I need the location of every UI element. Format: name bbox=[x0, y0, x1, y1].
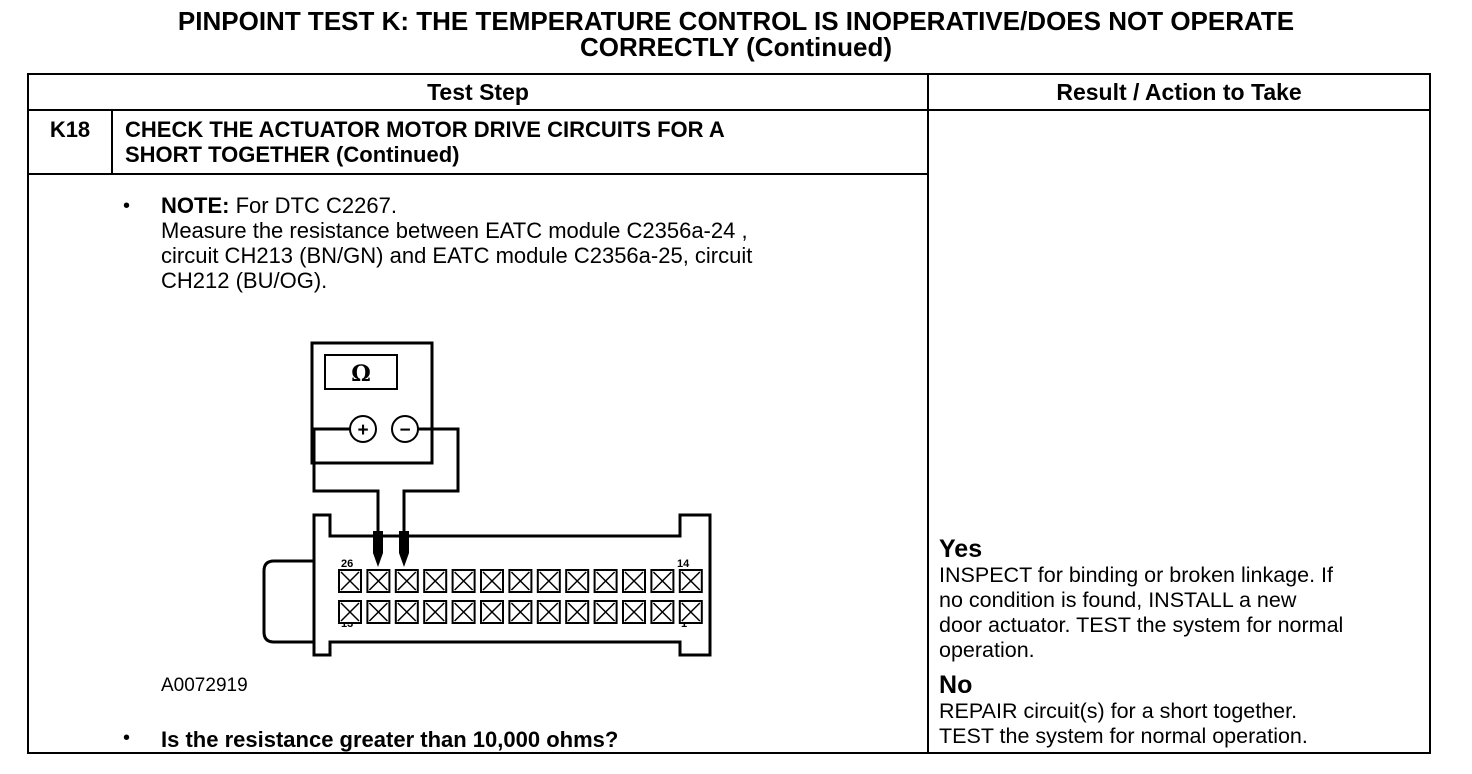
header-test-step: Test Step bbox=[26, 73, 930, 111]
instruction-line-2: circuit CH213 (BN/GN) and EATC module C2… bbox=[161, 243, 753, 268]
figure-id: A0072919 bbox=[161, 675, 248, 696]
plus-sign: + bbox=[357, 420, 368, 441]
step-name-line-2: SHORT TOGETHER (Continued) bbox=[125, 142, 460, 167]
instruction-line-1: Measure the resistance between EATC modu… bbox=[161, 218, 748, 243]
result-cell: Yes INSPECT for binding or broken linkag… bbox=[927, 109, 1432, 754]
step-body: • NOTE: For DTC C2267. Measure the resis… bbox=[26, 173, 930, 754]
yes-line-2: no condition is found, INSTALL a new bbox=[939, 588, 1297, 612]
probe-positive bbox=[373, 531, 383, 553]
yes-label: Yes bbox=[939, 535, 983, 563]
instruction-line-3: CH212 (BU/OG). bbox=[161, 268, 328, 293]
no-line-1: REPAIR circuit(s) for a short together. bbox=[939, 699, 1298, 723]
question: Is the resistance greater than 10,000 oh… bbox=[161, 727, 619, 752]
bullet-question: • bbox=[123, 727, 131, 749]
minus-sign: − bbox=[399, 420, 410, 441]
ohm-symbol: Ω bbox=[351, 361, 371, 387]
header-result: Result / Action to Take bbox=[927, 73, 1432, 111]
pinpoint-test-table: Test Step Result / Action to Take K18 CH… bbox=[26, 73, 1432, 754]
yes-line-4: operation. bbox=[939, 638, 1035, 662]
title-line-2: CORRECTLY (Continued) bbox=[580, 32, 892, 62]
negative-lead bbox=[402, 427, 460, 531]
pin-14-label: 14 bbox=[677, 558, 690, 570]
no-line-2: TEST the system for normal operation. bbox=[939, 724, 1308, 748]
connector-pins bbox=[338, 569, 703, 624]
result-no: No REPAIR circuit(s) for a short togethe… bbox=[939, 671, 1429, 749]
meter-display bbox=[324, 354, 398, 390]
connector-ohmmeter-diagram: Ω + − 26 14 13 1 bbox=[262, 341, 712, 657]
page-title: PINPOINT TEST K: THE TEMPERATURE CONTROL… bbox=[0, 8, 1472, 60]
note-label: NOTE: bbox=[161, 193, 230, 218]
result-yes: Yes INSPECT for binding or broken linkag… bbox=[939, 535, 1429, 663]
no-label: No bbox=[939, 671, 973, 699]
step-name-line-1: CHECK THE ACTUATOR MOTOR DRIVE CIRCUITS … bbox=[125, 117, 725, 142]
step-id: K18 bbox=[27, 109, 113, 175]
yes-line-1: INSPECT for binding or broken linkage. I… bbox=[939, 563, 1333, 587]
title-line-1: PINPOINT TEST K: THE TEMPERATURE CONTROL… bbox=[177, 6, 1295, 36]
bullet-note: • bbox=[123, 195, 131, 217]
probe-negative bbox=[399, 531, 409, 553]
step-name: CHECK THE ACTUATOR MOTOR DRIVE CIRCUITS … bbox=[110, 109, 930, 175]
positive-lead bbox=[312, 427, 380, 531]
yes-line-3: door actuator. TEST the system for norma… bbox=[939, 613, 1344, 637]
pin-26-label: 26 bbox=[341, 558, 353, 570]
note-block: NOTE: For DTC C2267. Measure the resista… bbox=[161, 193, 881, 293]
note-text: For DTC C2267. bbox=[229, 193, 397, 218]
